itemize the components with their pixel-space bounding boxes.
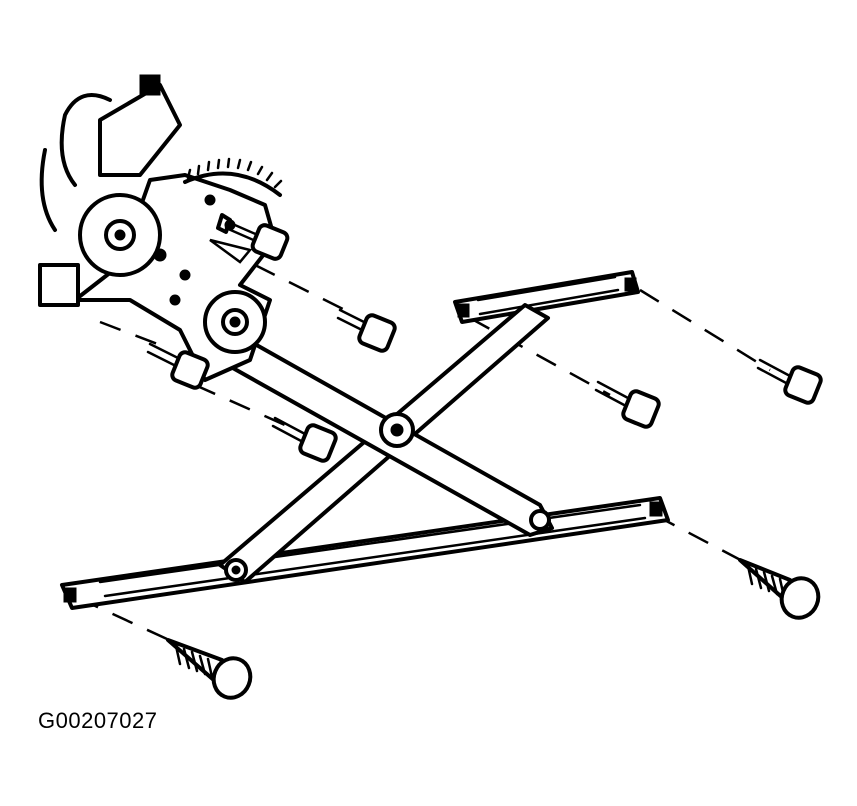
electrical-connector	[38, 263, 80, 307]
screw-2	[166, 638, 253, 700]
bolt-2	[336, 308, 397, 353]
top-rail-end-left	[457, 303, 470, 318]
screw-1	[738, 558, 821, 620]
top-rail	[453, 270, 640, 324]
bottom-rail	[60, 496, 670, 610]
bolt-6	[756, 358, 823, 405]
bolt-4	[271, 416, 338, 463]
bolt-5	[594, 380, 661, 429]
bolt-1	[216, 213, 290, 261]
window-motor	[38, 74, 182, 307]
reference-code: G00207027	[38, 708, 158, 733]
pivot-right	[529, 509, 551, 531]
bolt-3	[146, 342, 210, 390]
rail-end-left	[63, 587, 77, 603]
scissor-arms	[213, 303, 554, 584]
gear-sector	[183, 157, 283, 197]
rail-end-right	[649, 501, 663, 517]
drive-pulley	[203, 290, 267, 354]
top-rail-end-right	[624, 277, 637, 292]
